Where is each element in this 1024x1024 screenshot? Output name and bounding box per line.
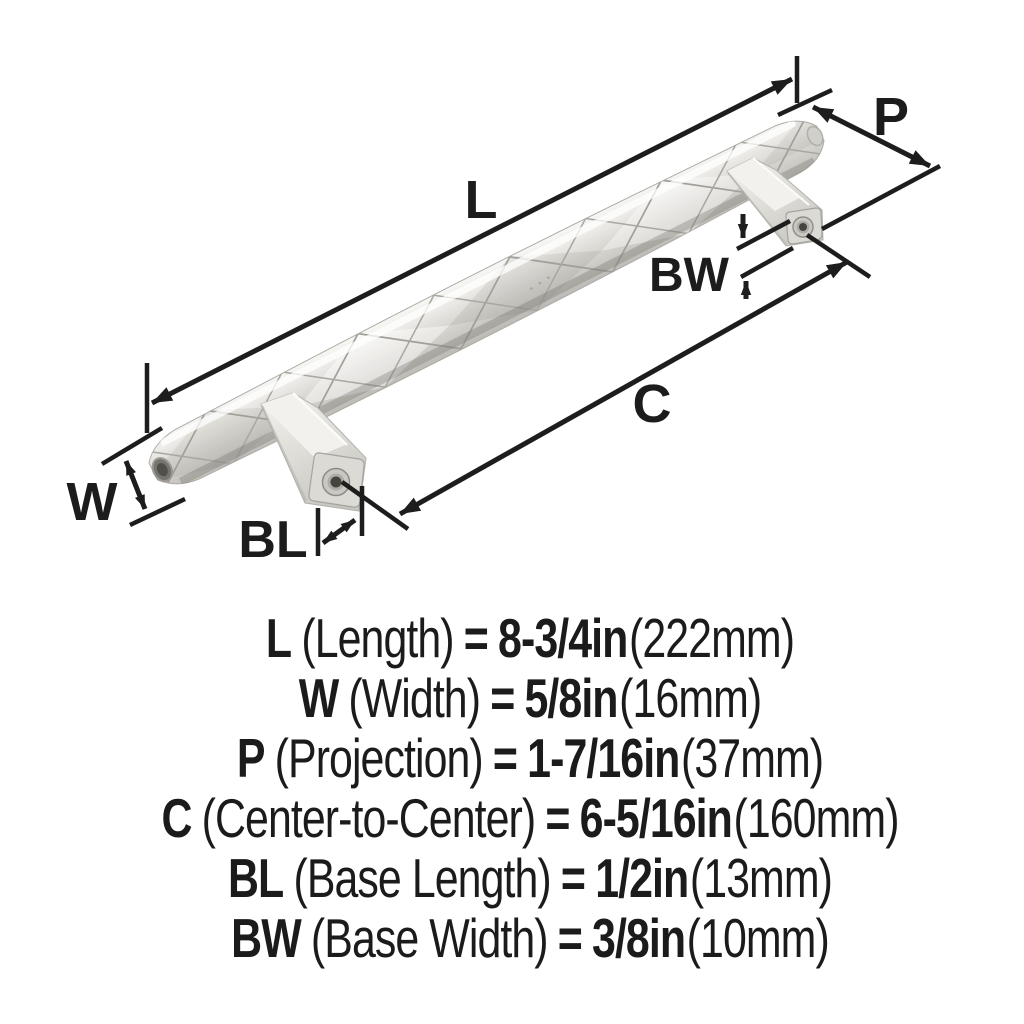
p-tick-top <box>777 87 833 118</box>
p-dimension-line <box>811 104 932 169</box>
spec-value-metric: (13mm) <box>689 847 833 909</box>
spec-code: P <box>236 727 266 789</box>
spec-value-inches: 6-5/16in <box>579 787 733 849</box>
spec-equals-sign: = <box>463 607 489 669</box>
p-dimension-label: P <box>873 87 909 147</box>
w-dimension-arrow <box>123 460 148 510</box>
spec-value-metric: (16mm) <box>619 667 762 729</box>
left-screw-hole <box>330 476 342 488</box>
c-tick-top <box>805 233 872 279</box>
spec-line-width: W (Width) = 5/8in (16mm) <box>131 668 930 728</box>
spec-equals-sign: = <box>492 727 518 789</box>
c-dimension-line <box>398 259 849 517</box>
spec-line-center-to-center: C (Center-to-Center) = 6-5/16in (160mm) <box>131 788 930 848</box>
spec-equals-sign: = <box>560 847 586 909</box>
spec-code: L <box>265 607 292 669</box>
spec-equals-sign: = <box>490 667 515 729</box>
spec-equals-sign: = <box>545 787 570 849</box>
handle-dimension-illustration: L P C W <box>67 56 942 569</box>
spec-code: W <box>298 667 339 729</box>
spec-line-base-length: BL (Base Length) = 1/2in (13mm) <box>131 848 930 908</box>
bw-tick-top <box>735 219 792 251</box>
spec-value-metric: (160mm) <box>733 787 899 849</box>
spec-value-inches: 1/2in <box>595 847 689 909</box>
bw-tick-bottom <box>739 246 795 279</box>
dimension-width: W <box>67 426 186 532</box>
c-tick-bottom <box>340 480 410 531</box>
p-tick-bottom <box>820 164 942 231</box>
spec-list: L (Length) = 8-3/4in (222mm) W (Width) =… <box>0 608 1024 968</box>
bl-dimension-label: BL <box>238 511 307 569</box>
dimension-base-width: BW <box>649 214 795 302</box>
spec-value-metric: (10mm) <box>686 907 830 969</box>
spec-description: (Width) <box>348 667 481 729</box>
spec-value-inches: 5/8in <box>524 667 618 729</box>
spec-value-inches: 3/8in <box>592 907 686 969</box>
bl-dimension-arrow <box>321 517 357 546</box>
spec-value-inches: 8-3/4in <box>498 607 628 669</box>
dimension-base-length: BL <box>238 486 365 569</box>
right-screw-hole <box>799 223 807 231</box>
l-dimension-label: L <box>465 170 498 230</box>
spec-line-length: L (Length) = 8-3/4in (222mm) <box>131 608 930 668</box>
bar-facet-pattern <box>139 106 835 499</box>
spec-code: C <box>161 787 192 849</box>
spec-value-metric: (222mm) <box>628 607 795 669</box>
left-post <box>260 392 367 512</box>
pull-handle-image <box>139 106 835 512</box>
spec-description: (Projection) <box>274 727 484 789</box>
spec-line-projection: P (Projection) = 1-7/16in (37mm) <box>131 728 930 788</box>
spec-description: (Center-to-Center) <box>201 787 537 849</box>
bar-left-end-shadow <box>156 462 168 477</box>
c-dimension-label: C <box>633 374 672 434</box>
spec-code: BL <box>228 847 284 909</box>
spec-description: (Base Length) <box>293 847 551 909</box>
spec-description: (Base Width) <box>310 907 549 969</box>
dimension-projection: P <box>777 87 942 231</box>
spec-line-base-width: BW (Base Width) = 3/8in (10mm) <box>131 908 930 968</box>
spec-equals-sign: = <box>557 907 583 969</box>
bw-dimension-label: BW <box>649 249 730 302</box>
w-dimension-label: W <box>67 472 118 532</box>
spec-code: BW <box>231 907 302 969</box>
left-post-top-face <box>261 393 347 458</box>
spec-value-metric: (37mm) <box>681 727 824 789</box>
dimension-length: L <box>144 56 800 433</box>
spec-value-inches: 1-7/16in <box>527 727 680 789</box>
dimension-annotations: L P C W <box>67 56 942 569</box>
left-post-edge-shade <box>260 405 308 502</box>
l-dimension-line <box>150 76 794 406</box>
handle-bar <box>139 106 835 499</box>
dimension-center-to-center: C <box>340 233 872 531</box>
w-tick-top <box>100 426 164 466</box>
w-tick-bottom <box>129 496 186 528</box>
spec-description: (Length) <box>301 607 454 669</box>
